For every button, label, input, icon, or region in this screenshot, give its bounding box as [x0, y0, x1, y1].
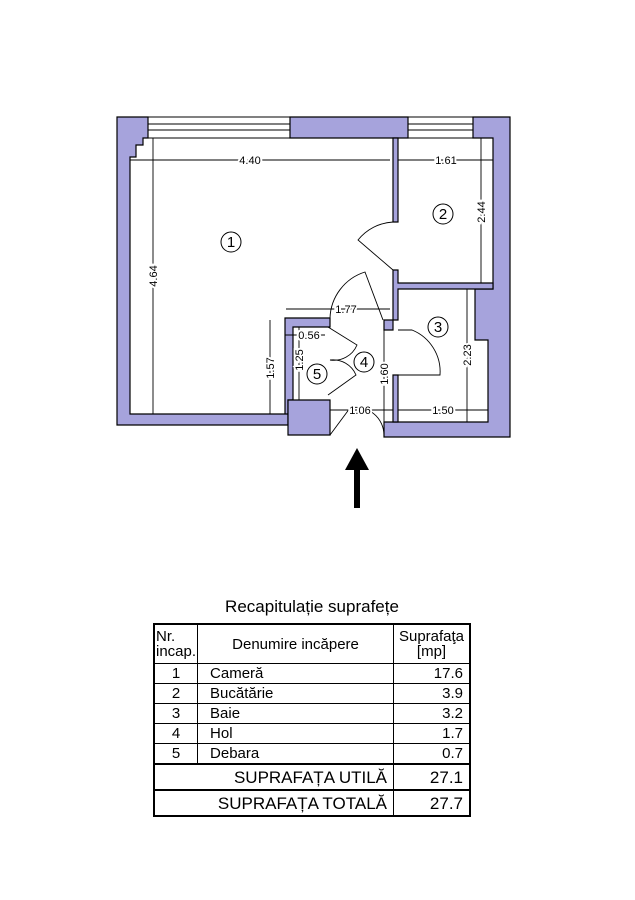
- room-label-4: 4: [360, 354, 368, 371]
- svg-text:0.56: 0.56: [298, 330, 319, 342]
- window-top-right: [407, 116, 474, 139]
- dim-1-50: 1.50: [432, 405, 453, 417]
- room-label-5: 5: [313, 366, 321, 383]
- total-area-value: 27.7: [393, 789, 471, 817]
- dimension-lines: [130, 138, 493, 422]
- svg-text:1.25: 1.25: [294, 349, 306, 370]
- row-area: 3.2: [393, 703, 471, 724]
- svg-text:1.06: 1.06: [349, 405, 370, 417]
- row-name: Hol: [197, 723, 394, 744]
- svg-text:4.64: 4.64: [148, 265, 160, 286]
- row-name: Baie: [197, 703, 394, 724]
- useful-area-label: SUPRAFAȚA UTILĂ: [153, 763, 394, 791]
- svg-text:4.40: 4.40: [239, 155, 260, 167]
- partition-1-2: [383, 137, 494, 331]
- svg-text:1.57: 1.57: [265, 357, 277, 378]
- row-area: 17.6: [393, 663, 471, 684]
- header-name: Denumire incăpere: [197, 623, 394, 664]
- dim-0-56: 0.56: [298, 330, 319, 342]
- wall-right: [383, 116, 511, 438]
- dim-1-25: 1.25: [294, 349, 306, 370]
- row-nr: 1: [153, 663, 199, 684]
- dim-1-06: 1.06: [349, 405, 370, 417]
- row-area: 3.9: [393, 683, 471, 704]
- dim-1-60: 1.60: [379, 363, 391, 384]
- area-summary: Recapitulație suprafețe Nr. incap. Denum…: [153, 597, 471, 817]
- dim-1-57: 1.57: [265, 357, 277, 378]
- dim-4-40: 4.40: [239, 155, 260, 167]
- row-name: Bucătărie: [197, 683, 394, 704]
- room-label-3: 3: [434, 319, 442, 336]
- room-labels: 1 2 3 4 5: [220, 203, 454, 385]
- svg-text:1.60: 1.60: [379, 363, 391, 384]
- dimension-labels: 4.40 1.61 2.44 4.64 1.77 0.56 1.25 1.57 …: [146, 153, 490, 419]
- header-area: Suprafaţa [mp]: [393, 623, 471, 664]
- area-table: Nr. incap. Denumire incăpere Suprafaţa […: [153, 623, 471, 817]
- partition-3-4: [392, 374, 399, 423]
- row-nr: 5: [153, 743, 199, 765]
- wall-top-middle: [289, 116, 409, 139]
- dim-4-64: 4.64: [148, 265, 160, 286]
- floor-plan: 4.40 1.61 2.44 4.64 1.77 0.56 1.25 1.57 …: [116, 116, 511, 508]
- svg-text:1.77: 1.77: [335, 304, 356, 316]
- table-header: Nr. incap. Denumire incăpere Suprafaţa […: [153, 623, 471, 664]
- row-area: 0.7: [393, 743, 471, 765]
- row-nr: 3: [153, 703, 199, 724]
- row-nr: 4: [153, 723, 199, 744]
- row-name: Debara: [197, 743, 394, 765]
- room-label-2: 2: [439, 206, 447, 223]
- dim-2-23: 2.23: [462, 344, 474, 365]
- row-name: Cameră: [197, 663, 394, 684]
- doors: [327, 221, 441, 436]
- svg-text:1.61: 1.61: [435, 155, 456, 167]
- dim-2-44: 2.44: [476, 201, 488, 222]
- wall-bottom-left: [287, 399, 331, 436]
- svg-text:2.23: 2.23: [462, 344, 474, 365]
- entrance-arrow-icon: [345, 448, 369, 508]
- row-area: 1.7: [393, 723, 471, 744]
- total-area-label: SUPRAFAȚA TOTALĂ: [153, 789, 394, 817]
- dim-1-77: 1.77: [335, 304, 356, 316]
- header-nr: Nr. incap.: [153, 623, 199, 664]
- row-nr: 2: [153, 683, 199, 704]
- dim-1-61: 1.61: [435, 155, 456, 167]
- useful-area-value: 27.1: [393, 763, 471, 791]
- svg-text:2.44: 2.44: [476, 201, 488, 222]
- room-label-1: 1: [227, 234, 235, 251]
- table-title: Recapitulație suprafețe: [225, 597, 399, 616]
- window-top-left: [147, 116, 291, 139]
- svg-text:1.50: 1.50: [432, 405, 453, 417]
